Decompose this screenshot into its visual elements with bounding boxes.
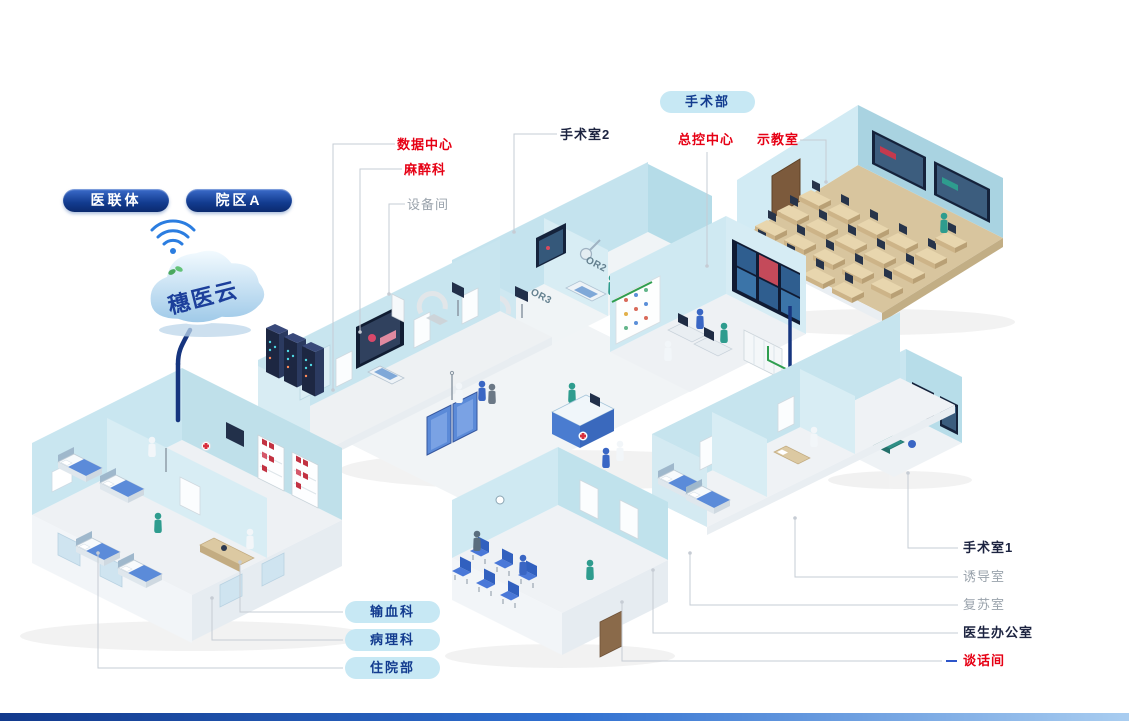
anesthesia-table xyxy=(367,365,405,385)
iv-bag xyxy=(449,370,455,376)
line-talk-room xyxy=(621,602,942,662)
corridor-blue-doors xyxy=(426,391,478,456)
pill-pathology: 病理科 xyxy=(345,629,440,651)
operating-table-or2 xyxy=(565,280,607,302)
line-or2 xyxy=(513,133,557,232)
waiting-person-1 xyxy=(473,530,481,551)
anesthesiology-wall-screen xyxy=(356,303,404,369)
line-anesthesiology xyxy=(359,168,402,332)
callout-lines xyxy=(97,133,958,669)
pathology-bench xyxy=(199,528,255,572)
label-recovery-room: 复苏室 xyxy=(963,597,1006,612)
label-data-center: 数据中心 xyxy=(397,137,454,152)
line-induction xyxy=(794,518,958,578)
ward-divider-wall xyxy=(107,418,267,558)
classroom-demonstration-room xyxy=(737,105,1003,322)
label-talk-room: 谈话间 xyxy=(963,653,1006,668)
surgical-stool xyxy=(908,440,916,448)
waiting-person-2 xyxy=(519,554,527,575)
control-lockers xyxy=(743,329,783,380)
line-recovery xyxy=(689,553,958,606)
corridor-floor xyxy=(322,312,705,502)
surgical-light-or2 xyxy=(579,239,601,261)
label-master-control-center: 总控中心 xyxy=(678,132,735,147)
reception-desk xyxy=(551,393,615,448)
medicine-shelf xyxy=(615,275,661,345)
label-operating-room-2: 手术室2 xyxy=(560,127,611,142)
line-blood-transfusion xyxy=(239,562,343,613)
left-wing xyxy=(258,239,552,466)
visitor-figure-1 xyxy=(478,380,486,401)
label-operating-room-1: 手术室1 xyxy=(963,540,1014,555)
doctor-figure xyxy=(810,426,818,447)
badge-medical-consortium: 医联体 xyxy=(63,189,169,212)
label-anesthesiology: 麻醉科 xyxy=(404,162,447,177)
pill-blood-transfusion: 输血科 xyxy=(345,601,440,623)
standing-nurse-figure xyxy=(586,559,594,580)
badge-campus-a: 院区A xyxy=(186,189,292,212)
line-equipment-room xyxy=(388,203,405,294)
equipment-room-machines xyxy=(391,282,464,325)
waiting-area xyxy=(451,447,668,658)
teacher-figure xyxy=(940,212,948,233)
wifi-icon xyxy=(150,219,196,254)
line-pathology xyxy=(211,598,343,641)
cloud-group: 穗医云 xyxy=(148,219,267,423)
ward-nurse-2 xyxy=(154,512,162,533)
badge-surgery-department: 手术部 xyxy=(660,91,755,113)
monitor-cart-or3 xyxy=(515,286,528,318)
label-demonstration-room: 示教室 xyxy=(757,132,800,147)
line-demo-room xyxy=(800,139,827,182)
line-doctor-office xyxy=(652,570,958,634)
line-or1 xyxy=(907,473,958,549)
sprout-icon xyxy=(168,269,176,275)
pill-inpatient-department: 住院部 xyxy=(345,657,440,679)
receptionist-figure xyxy=(568,382,576,403)
label-doctor-office: 医生办公室 xyxy=(963,625,1034,640)
control-workstations xyxy=(664,308,733,361)
line-data-center xyxy=(332,143,395,390)
exam-table-doctor-office xyxy=(773,445,811,465)
callout-line-dots xyxy=(96,180,910,604)
southeast-wing xyxy=(652,312,955,535)
control-center xyxy=(610,216,806,392)
ward-nurse-1 xyxy=(148,436,156,457)
wall-clock xyxy=(495,495,505,505)
ward-wall-tv xyxy=(226,422,244,447)
label-induction-room: 诱导室 xyxy=(963,569,1006,584)
patient-with-iv xyxy=(455,382,463,403)
line-inpatient xyxy=(97,553,343,669)
video-wall xyxy=(732,239,800,325)
visitor-figure-2 xyxy=(488,383,496,404)
label-equipment-room: 设备间 xyxy=(407,197,450,212)
bottom-accent-bar xyxy=(0,713,1129,721)
ward-building xyxy=(32,368,342,643)
